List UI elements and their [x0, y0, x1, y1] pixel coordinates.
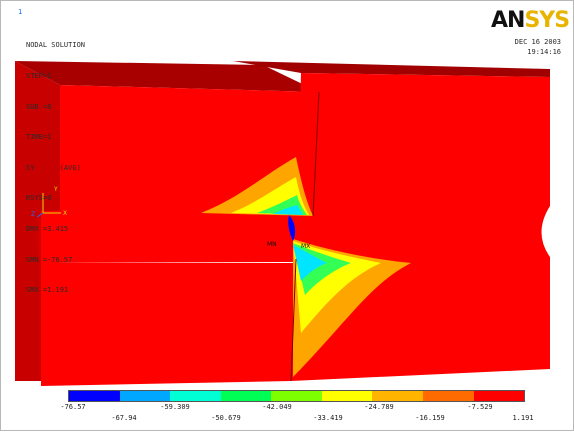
info-line-time: TIME=1: [26, 133, 52, 142]
contour-legend-bar: [68, 390, 525, 402]
window-number: 1: [18, 8, 23, 16]
contour-legend-labels: -76.57 -59.309 -42.049 -24.789 -7.529 -6…: [1, 403, 574, 431]
left-upper-block-top-face: [15, 61, 319, 92]
info-line-rsys: RSYS=0: [26, 194, 52, 203]
nodal-solution-info: NODAL SOLUTION STEP=1 SUB =8 TIME=1 SY (…: [26, 20, 85, 316]
info-line-dmx: DMX =3.415: [26, 225, 69, 234]
upper-edge-line: [312, 91, 320, 217]
ansys-logo: ANSYS: [491, 8, 570, 33]
legend-label: -50.679: [211, 414, 241, 422]
left-lower-block-front-face: [41, 263, 296, 386]
left-upper-block-front-face: [60, 85, 319, 216]
pipe-cylinder-right-end: [541, 206, 550, 257]
legend-band-3: [170, 391, 221, 401]
datetime-stamp: DEC 16 2003 19:14:16: [515, 37, 561, 57]
legend-band-5: [271, 391, 322, 401]
contour-blue-center: [288, 215, 296, 241]
legend-label: -7.529: [467, 403, 493, 411]
legend-band-8: [422, 391, 474, 401]
legend-band-6: [321, 391, 373, 401]
legend-band-7: [372, 391, 423, 401]
max-marker: MX: [301, 243, 311, 250]
ansys-logo-suffix: SYS: [524, 8, 570, 33]
min-marker: MN: [267, 241, 277, 248]
time-label: 19:14:16: [527, 48, 561, 56]
triad-y-label: Y: [54, 186, 58, 193]
ansys-logo-prefix: AN: [491, 8, 525, 33]
triad-z-axis: [36, 212, 44, 218]
info-line-sub: SUB =8: [26, 102, 52, 111]
right-upper-block-front-face: [298, 73, 550, 211]
legend-label: 1.191: [512, 414, 534, 422]
legend-label: -24.789: [364, 403, 394, 411]
pipe-cylinder: [41, 201, 550, 263]
legend-band-9: [473, 391, 525, 401]
legend-label: -67.94: [111, 414, 137, 422]
triad-x-label: X: [63, 210, 68, 217]
legend-label: -42.049: [262, 403, 292, 411]
info-line-smn: SMN =-76.57: [26, 255, 73, 264]
legend-label: -76.57: [60, 403, 86, 411]
contour-cyan-upper: [273, 205, 303, 215]
legend-band-1: [69, 391, 120, 401]
info-line-item: SY (AVG): [26, 163, 81, 172]
legend-band-2: [119, 391, 171, 401]
right-upper-block-top-face: [233, 61, 550, 77]
info-line-smx: SMX =1.191: [26, 286, 69, 295]
triad-z-label: Z: [31, 211, 36, 218]
info-line-step: STEP=1: [26, 72, 52, 81]
gap-edge-line: [290, 258, 297, 382]
pipe-cylinder-left-end: [35, 211, 41, 263]
date-label: DEC 16 2003: [514, 38, 561, 46]
info-line-title: NODAL SOLUTION: [26, 41, 86, 50]
legend-label: -16.159: [415, 414, 445, 422]
contour-cyan-lower: [293, 245, 327, 281]
legend-label: -59.309: [160, 403, 190, 411]
legend-label: -33.419: [313, 414, 343, 422]
legend-band-4: [220, 391, 272, 401]
